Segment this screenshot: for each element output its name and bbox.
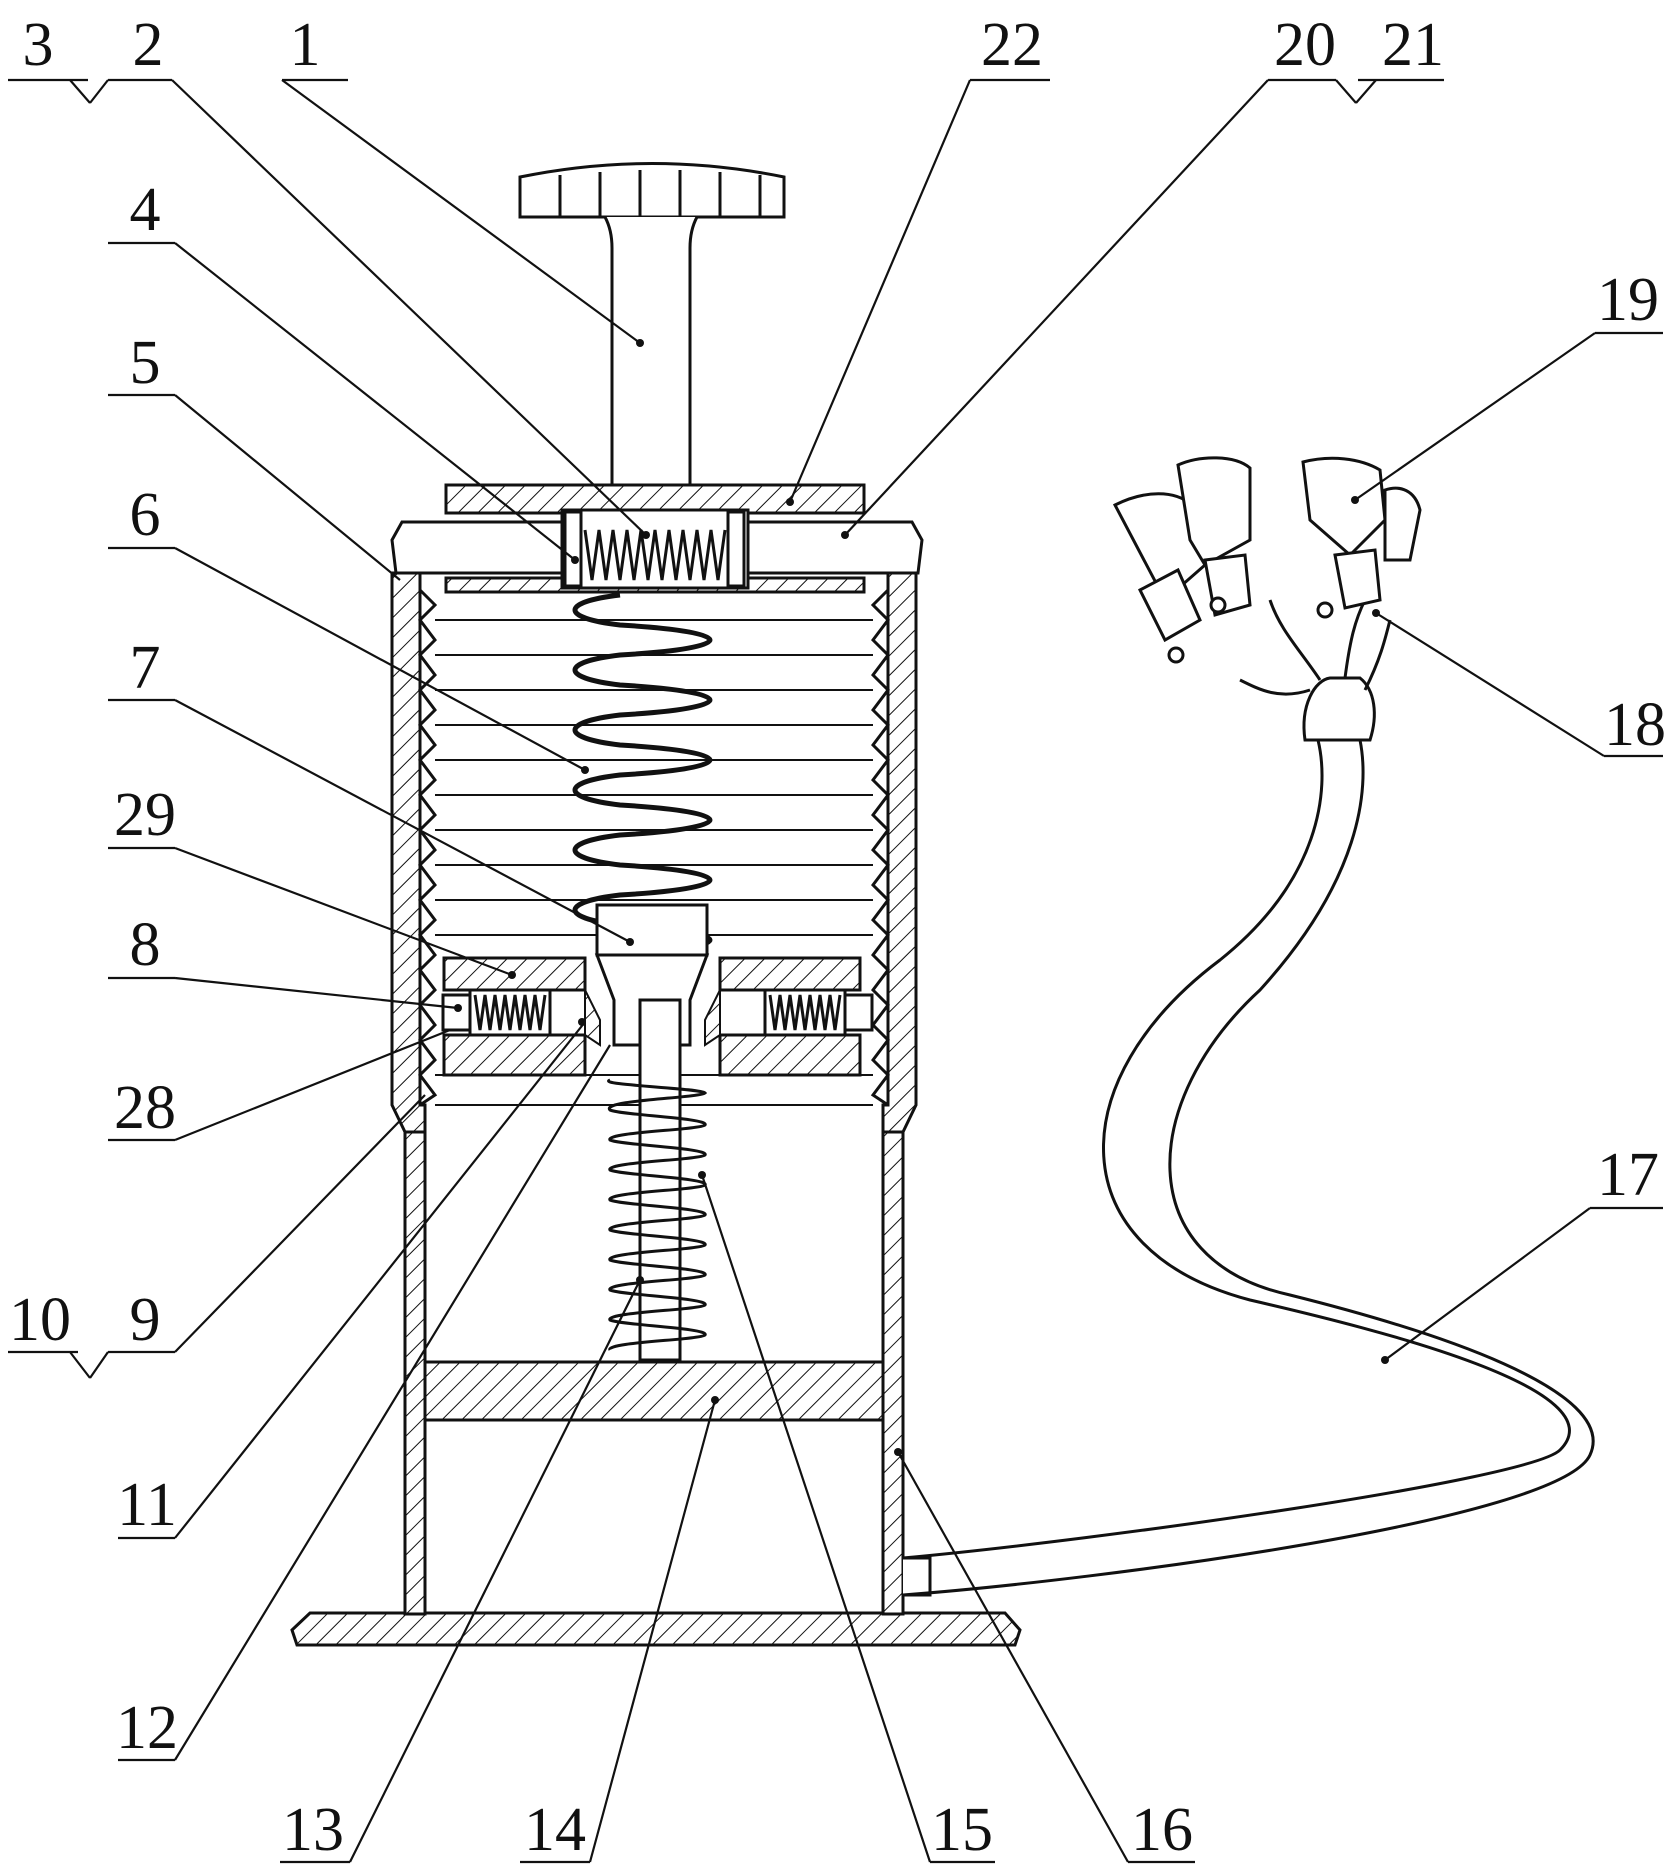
left-side-spring xyxy=(473,994,547,1031)
hose-outer xyxy=(902,739,1571,1560)
hose-inner xyxy=(902,739,1595,1597)
leader-lines xyxy=(8,78,1663,1864)
hose-connector xyxy=(1302,676,1376,742)
valve-block xyxy=(595,903,709,957)
label-3: 3 xyxy=(23,11,54,79)
main-spring xyxy=(572,592,713,958)
label-29: 29 xyxy=(114,781,176,849)
label-16: 16 xyxy=(1131,1796,1193,1864)
lower-right-wall xyxy=(881,1130,905,1616)
lower-left-wall xyxy=(403,1130,427,1616)
label-22: 22 xyxy=(981,11,1043,79)
label-28: 28 xyxy=(114,1074,176,1142)
right-side-spring xyxy=(768,994,842,1031)
part-labels: 1 2 3 4 5 6 7 8 9 10 11 12 13 14 15 16 1… xyxy=(9,11,1666,1864)
piston-rod xyxy=(638,998,682,1362)
hose-assembly xyxy=(902,456,1595,1597)
label-11: 11 xyxy=(117,1471,177,1539)
label-20: 20 xyxy=(1274,11,1336,79)
label-6: 6 xyxy=(130,481,161,549)
small-spring xyxy=(583,529,727,581)
label-13: 13 xyxy=(282,1796,344,1864)
label-19: 19 xyxy=(1597,266,1659,334)
label-8: 8 xyxy=(130,911,161,979)
label-21: 21 xyxy=(1382,11,1444,79)
lower-spring xyxy=(607,1078,708,1352)
label-5: 5 xyxy=(130,329,161,397)
label-9: 9 xyxy=(130,1286,161,1354)
left-lower-block xyxy=(442,1033,587,1077)
right-upper-block xyxy=(718,956,862,992)
label-4: 4 xyxy=(130,176,161,244)
pump-body xyxy=(290,162,1022,1647)
spring-housing xyxy=(560,508,750,590)
base-plate xyxy=(290,1611,1022,1647)
right-lower-block xyxy=(718,1033,862,1077)
upper-left-wall xyxy=(390,571,427,1134)
nozzle-heads xyxy=(1112,456,1422,664)
handle xyxy=(518,162,786,487)
label-7: 7 xyxy=(130,634,161,702)
label-12: 12 xyxy=(116,1694,178,1762)
label-18: 18 xyxy=(1604,691,1666,759)
label-1: 1 xyxy=(290,11,321,79)
outlet xyxy=(903,1556,932,1597)
label-10: 10 xyxy=(9,1286,71,1354)
label-15: 15 xyxy=(931,1796,993,1864)
label-14: 14 xyxy=(524,1796,586,1864)
label-2: 2 xyxy=(133,11,164,79)
piston xyxy=(423,1360,885,1422)
label-17: 17 xyxy=(1597,1141,1659,1209)
